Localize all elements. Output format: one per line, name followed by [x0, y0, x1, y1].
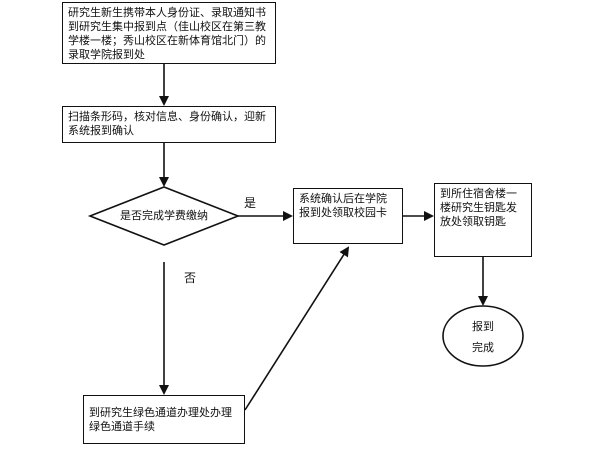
step-arrival-text: 研究生新生携带本人身份证、录取通知书到研究生集中报到点（佳山校区在第三教学楼一楼… — [68, 6, 266, 61]
done-label-line2: 完成 — [472, 341, 494, 354]
edge-label-yes: 是 — [244, 196, 257, 210]
step-campus-card-text: 系统确认后在学院报到处领取校园卡 — [299, 192, 387, 219]
step-green-channel: 到研究生绿色通道办理处办理绿色通道手续 — [83, 395, 245, 444]
step-scan-text: 扫描条形码，核对信息、身份确认，迎新系统报到确认 — [68, 110, 266, 137]
step-scan: 扫描条形码，核对信息、身份确认，迎新系统报到确认 — [62, 106, 276, 143]
edge-label-no: 否 — [184, 271, 197, 285]
done-ellipse — [442, 305, 524, 367]
decision-label: 是否完成学费缴纳 — [120, 209, 208, 222]
step-arrival: 研究生新生携带本人身份证、录取通知书到研究生集中报到点（佳山校区在第三教学楼一楼… — [62, 2, 276, 64]
arrow-green-to-card — [244, 246, 350, 411]
step-keys: 到所住宿舍楼一楼研究生钥匙发放处领取钥匙 — [434, 183, 532, 257]
step-campus-card: 系统确认后在学院报到处领取校园卡 — [293, 188, 403, 244]
step-green-channel-text: 到研究生绿色通道办理处办理绿色通道手续 — [89, 406, 232, 433]
step-keys-text: 到所住宿舍楼一楼研究生钥匙发放处领取钥匙 — [440, 187, 517, 228]
done-label-line1: 报到 — [472, 320, 494, 333]
